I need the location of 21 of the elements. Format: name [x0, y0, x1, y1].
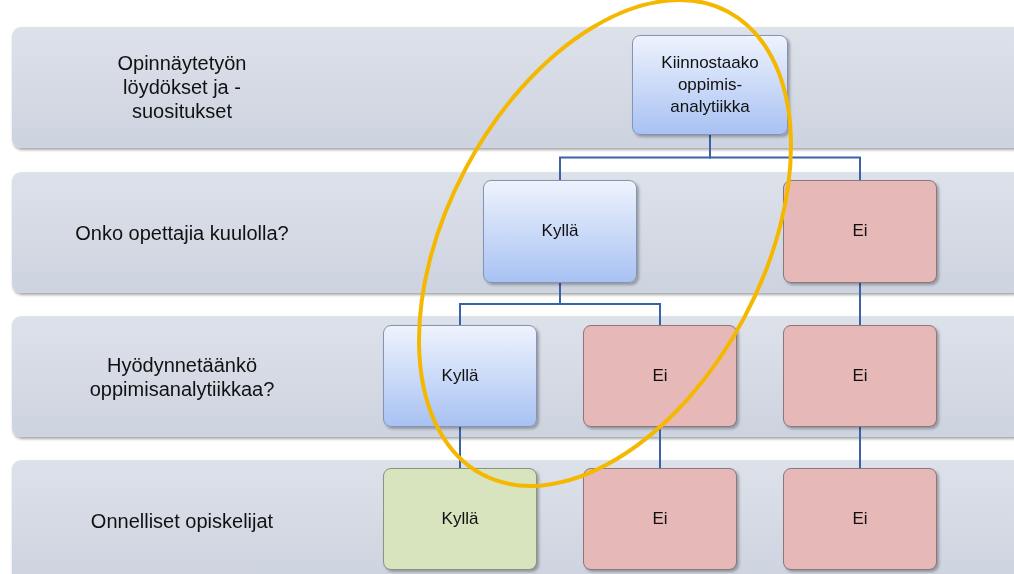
connector-line: [859, 282, 861, 326]
decision-box: Kyllä: [383, 468, 537, 570]
connector-line: [459, 426, 461, 469]
row-heading: Onko opettajia kuulolla?: [74, 220, 290, 245]
row-heading: Opinnäytetyön löydökset ja -suositukset: [116, 50, 248, 125]
row-band: [12, 172, 1014, 293]
row-band: [12, 316, 1014, 437]
row-heading: Hyödynnetäänkö oppimisanalytiikkaa?: [88, 352, 276, 401]
decision-box: Ei: [783, 180, 937, 283]
decision-box: Ei: [583, 468, 737, 570]
decision-box: Ei: [583, 325, 737, 427]
connector-line: [859, 426, 861, 469]
decision-box: Kyllä: [383, 325, 537, 427]
row-band: [12, 27, 1014, 148]
decision-box: Ei: [783, 325, 937, 427]
decision-box: Kyllä: [483, 180, 637, 283]
row-band: [12, 460, 1014, 574]
row-heading: Onnelliset opiskelijat: [89, 508, 275, 534]
connector-line: [659, 426, 661, 469]
decision-box: Ei: [783, 468, 937, 570]
decision-box: Kiinnostaako oppimis- analytiikka: [632, 35, 788, 135]
